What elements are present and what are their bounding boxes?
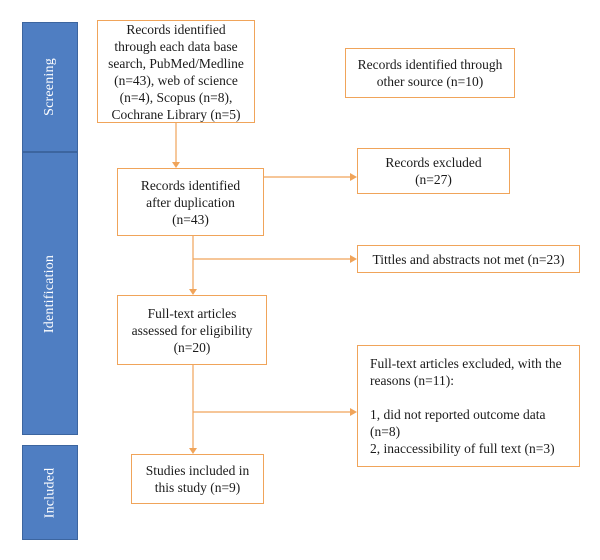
box-full-text-excluded-line-4: (n=8) (370, 424, 401, 439)
box-after-duplication: Records identified after duplication (n=… (117, 168, 264, 236)
arrowhead-to-titles (350, 255, 357, 263)
phase-included: Included (22, 445, 78, 540)
box-full-text-excluded-line-1: Full-text articles excluded, with the (370, 356, 562, 371)
box-records-excluded: Records excluded (n=27) (357, 148, 510, 194)
arrowhead-duplication-to-fulltext (189, 289, 197, 295)
box-after-duplication-line-1: Records identified (140, 177, 241, 193)
box-full-text-excluded-spacer (370, 389, 579, 406)
box-database-search-line-3: search, PubMed/Medline (108, 55, 244, 71)
box-full-text-assessed-line-3: (n=20) (173, 339, 211, 355)
box-titles-abstracts: Tittles and abstracts not met (n=23) (357, 245, 580, 273)
box-full-text-assessed: Full-text articles assessed for eligibil… (117, 295, 267, 365)
box-full-text-assessed-line-1: Full-text articles (147, 305, 237, 321)
box-database-search-line-2: through each data base (114, 38, 238, 54)
phase-identification: Identification (22, 152, 78, 435)
box-titles-abstracts-line-1: Tittles and abstracts not met (n=23) (372, 251, 565, 267)
box-studies-included-line-2: this study (n=9) (154, 480, 241, 495)
box-records-excluded-line-1: Records excluded (385, 155, 482, 170)
arrowhead-fulltext-to-included (189, 448, 197, 454)
box-database-search-line-6: Cochrane Library (n=5) (111, 106, 241, 122)
box-after-duplication-line-3: (n=43) (172, 211, 209, 227)
arrowhead-search-to-duplication (172, 162, 180, 168)
box-records-excluded-line-2: (n=27) (415, 172, 452, 187)
box-full-text-excluded: Full-text articles excluded, with the re… (357, 345, 580, 467)
arrowhead-to-fulltext-excluded (350, 408, 357, 416)
box-database-search-line-5: (n=4), Scopus (n=8), (119, 89, 233, 105)
box-after-duplication-line-2: after duplication (146, 194, 235, 210)
arrowhead-duplication-to-excluded (350, 173, 357, 181)
box-database-search-line-1: Records identified (126, 21, 226, 37)
box-other-source-line-1: Records identified through (357, 57, 503, 72)
box-studies-included-line-1: Studies included in (145, 463, 250, 478)
box-database-search: Records identified through each data bas… (97, 20, 255, 123)
box-full-text-excluded-line-3: 1, did not reported outcome data (370, 407, 546, 422)
box-full-text-assessed-line-2: assessed for eligibility (131, 322, 253, 338)
box-database-search-line-4: (n=43), web of science (114, 72, 238, 88)
box-full-text-excluded-line-5: 2, inaccessibility of full text (n=3) (370, 441, 555, 456)
box-other-source: Records identified through other source … (345, 48, 515, 98)
phase-screening: Screening (22, 22, 78, 152)
box-full-text-excluded-line-2: reasons (n=11): (370, 373, 454, 388)
box-studies-included: Studies included in this study (n=9) (131, 454, 264, 504)
box-other-source-line-2: other source (n=10) (376, 74, 484, 89)
